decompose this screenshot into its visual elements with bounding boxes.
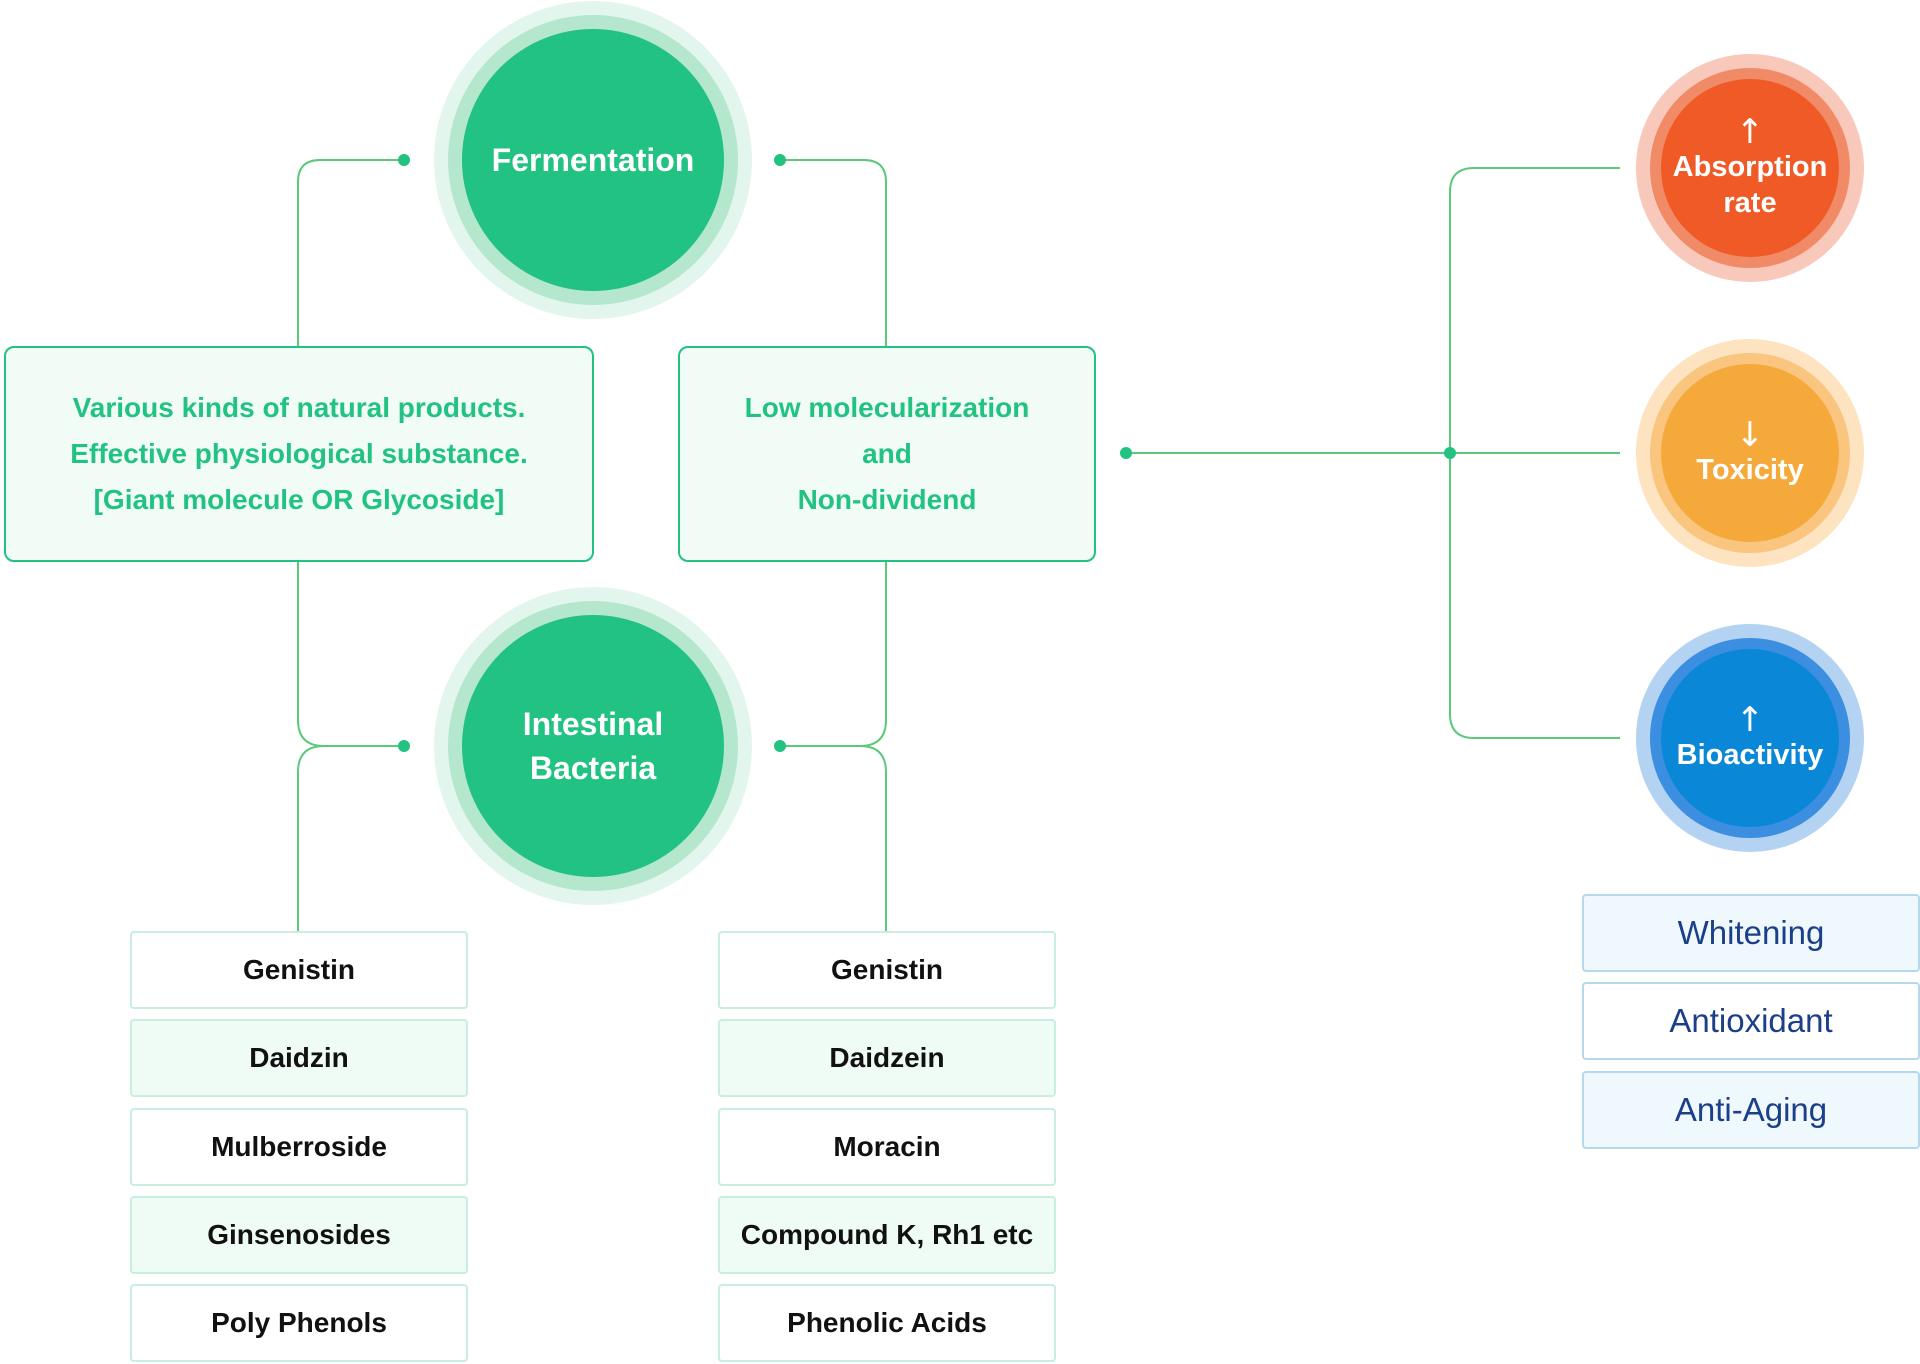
right-list-item-1: Genistin	[718, 931, 1056, 1009]
fermentation-hub: Fermentation	[434, 1, 752, 319]
benefit-antioxidant: Antioxidant	[1582, 982, 1920, 1060]
right-list-item-4: Compound K, Rh1 etc	[718, 1196, 1056, 1274]
fermentation-label: Fermentation	[462, 29, 724, 291]
right-list-item-5: Phenolic Acids	[718, 1284, 1056, 1362]
bioactivity-circle: ↑ Bioactivity	[1636, 624, 1864, 852]
intestinal-bacteria-hub: Intestinal Bacteria	[434, 587, 752, 905]
up-arrow-icon: ↑	[1735, 700, 1765, 740]
right-list-item-3: Moracin	[718, 1108, 1056, 1186]
left-list-item-2: Daidzin	[130, 1019, 468, 1097]
natural-products-line-1: Various kinds of natural products.	[72, 392, 526, 423]
absorption-label-line-2: rate	[1723, 187, 1777, 219]
absorption-rate-circle: ↑ Absorption rate	[1636, 54, 1864, 282]
left-list-item-3: Mulberroside	[130, 1108, 468, 1186]
low-molecularization-box: Low molecularization and Non-dividend	[678, 346, 1096, 562]
toxicity-circle: ↓ Toxicity	[1636, 339, 1864, 567]
intestinal-label-line-1: Intestinal	[522, 706, 664, 742]
intestinal-label-line-2: Bacteria	[529, 750, 657, 786]
natural-products-line-3: [Giant molecule OR Glycoside]	[93, 484, 505, 515]
left-list-item-1: Genistin	[130, 931, 468, 1009]
benefit-anti-aging: Anti-Aging	[1582, 1071, 1920, 1149]
right-list-item-2: Daidzein	[718, 1019, 1056, 1097]
natural-products-box: Various kinds of natural products. Effec…	[4, 346, 594, 562]
bioactivity-label: Bioactivity	[1676, 739, 1824, 771]
toxicity-label: Toxicity	[1696, 454, 1804, 486]
left-list-item-4: Ginsenosides	[130, 1196, 468, 1274]
low-molecularization-line-1: Low molecularization	[744, 392, 1030, 423]
natural-products-line-2: Effective physiological substance.	[70, 438, 528, 469]
intestinal-bacteria-label: Intestinal Bacteria	[462, 615, 724, 877]
low-molecularization-line-2: and	[862, 438, 912, 469]
absorption-label-line-1: Absorption	[1672, 151, 1828, 183]
low-molecularization-line-3: Non-dividend	[797, 484, 977, 515]
left-list-item-5: Poly Phenols	[130, 1284, 468, 1362]
up-arrow-icon: ↑	[1735, 112, 1765, 152]
down-arrow-icon: ↓	[1735, 415, 1765, 455]
benefit-whitening: Whitening	[1582, 894, 1920, 972]
